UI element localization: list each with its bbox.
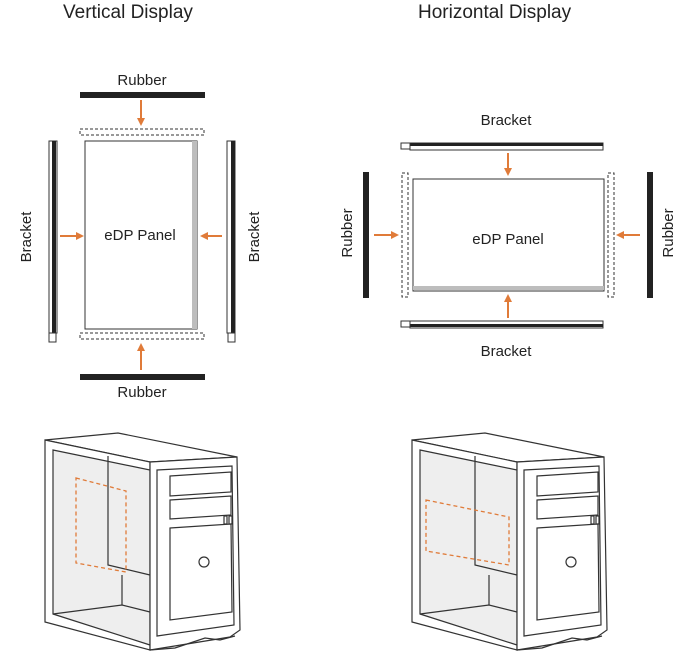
vertical-rubber-bottom-label: Rubber [117, 384, 166, 401]
horizontal-bracket-top-label: Bracket [481, 112, 533, 129]
horizontal-rubber-left [363, 172, 369, 298]
horizontal-edp-panel-label: eDP Panel [472, 231, 543, 248]
vertical-mount-outline [75, 477, 127, 573]
horizontal-bracket-bottom-label: Bracket [481, 343, 533, 360]
horizontal-rubber-left-label: Rubber [339, 208, 356, 257]
horizontal-assembly: Bracket Rubber eDP Panel Rubber Brac [339, 112, 677, 360]
chassis-horizontal-mount [411, 432, 608, 651]
vertical-bracket-right-label: Bracket [246, 211, 263, 263]
vertical-assembly: Rubber Bracket eDP Panel Bracket Rubber [18, 72, 263, 401]
vertical-edp-panel [84, 140, 198, 330]
chassis-vertical-mount [44, 432, 241, 651]
vertical-top-strip [79, 128, 205, 136]
vertical-rubber-top-label: Rubber [117, 72, 166, 89]
vertical-bracket-right [226, 140, 236, 343]
horizontal-rubber-right [647, 172, 653, 298]
horizontal-rubber-right-label: Rubber [660, 208, 677, 257]
vertical-edp-panel-label: eDP Panel [104, 227, 175, 244]
vertical-display-title: Vertical Display [63, 2, 193, 23]
vertical-edp-panel-edge [192, 141, 197, 329]
horizontal-right-strip [607, 172, 615, 298]
horizontal-display-title: Horizontal Display [418, 2, 572, 23]
horizontal-bracket-bottom [400, 320, 604, 329]
horizontal-mount-outline [425, 499, 510, 566]
horizontal-edp-panel [412, 178, 605, 292]
vertical-rubber-top [80, 92, 205, 98]
horizontal-left-strip [401, 172, 409, 298]
vertical-bracket-left-label: Bracket [18, 211, 35, 263]
horizontal-edp-panel-edge [413, 286, 604, 290]
horizontal-bracket-top [400, 142, 604, 151]
vertical-rubber-bottom [80, 374, 205, 380]
vertical-bottom-strip [79, 332, 205, 340]
vertical-bracket-left [48, 140, 58, 343]
